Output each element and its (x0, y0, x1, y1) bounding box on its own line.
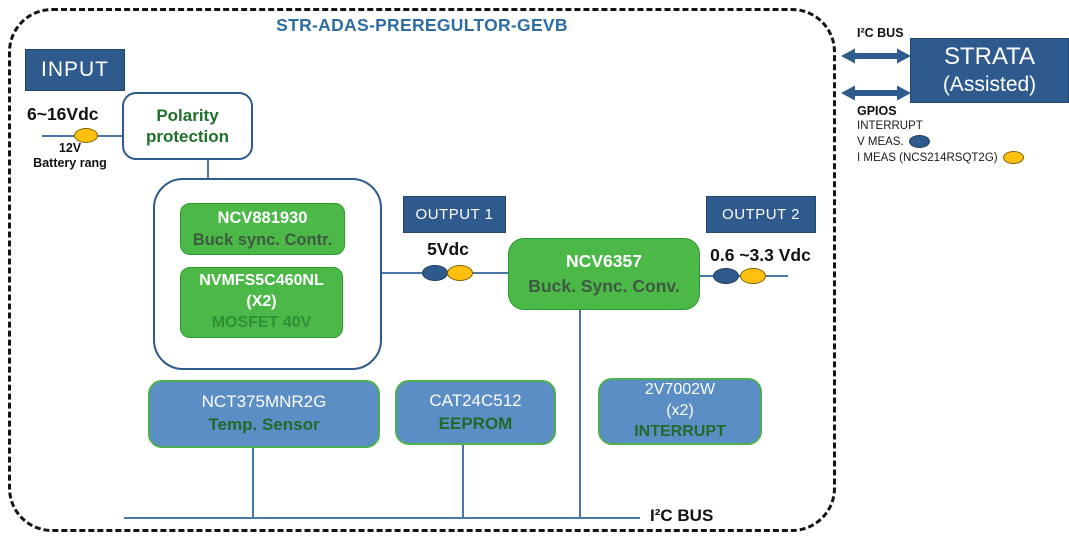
strata-line1: STRATA (943, 43, 1036, 71)
output2-voltage-label: 0.6 ~3.3 Vdc (710, 245, 811, 265)
board-outline (8, 8, 836, 532)
gpios-label: GPIOS (857, 104, 897, 118)
output2-box: OUTPUT 2 (706, 196, 816, 233)
controller-desc: Buck sync. Contr. (192, 231, 333, 249)
converter-box: NCV6357 Buck. Sync. Conv. (508, 238, 700, 310)
output2-label: OUTPUT 2 (722, 206, 800, 223)
imeas-dot-icon (1002, 151, 1024, 164)
input-imeas-dot (74, 128, 98, 143)
output1-vmeas-dot (422, 265, 448, 281)
controller-box: NCV881930 Buck sync. Contr. (180, 203, 345, 255)
output1-label: OUTPUT 1 (415, 206, 494, 223)
temp-sensor-box: NCT375MNR2G Temp. Sensor (148, 380, 380, 448)
input-voltage-label: 6~16Vdc (27, 104, 99, 124)
output1-imeas-dot (447, 265, 473, 281)
output2-vmeas-dot (713, 268, 739, 284)
temp-sensor-bus-wire (252, 448, 254, 518)
eeprom-box: CAT24C512 EEPROM (395, 380, 556, 445)
converter-desc: Buck. Sync. Conv. (528, 276, 680, 296)
vmeas-dot-icon (908, 135, 930, 148)
eeprom-part: CAT24C512 (429, 390, 522, 410)
gpios-bidirectional-arrow-icon (841, 85, 911, 101)
legend-vmeas: V MEAS. (857, 135, 930, 148)
eeprom-desc: EEPROM (438, 413, 513, 433)
i2c-bidirectional-arrow-icon (841, 48, 911, 64)
legend-interrupt-label: INTERRUPT (857, 120, 923, 132)
strata-i2c-label: I²C BUS (857, 26, 904, 40)
interrupt-desc: INTERRUPT (634, 422, 726, 440)
input-label: INPUT (41, 58, 109, 81)
legend-interrupt: INTERRUPT (857, 120, 923, 132)
controller-part: NCV881930 (217, 208, 308, 227)
strata-box: STRATA (Assisted) (910, 38, 1069, 103)
strata-line2: (Assisted) (942, 73, 1037, 97)
mosfet-desc: MOSFET 40V (211, 313, 312, 331)
eeprom-bus-wire (462, 445, 464, 518)
polarity-protection-box: Polarity protection (122, 92, 253, 160)
legend-imeas: I MEAS (NCS214RSQT2G) (857, 151, 1024, 164)
temp-sensor-desc: Temp. Sensor (208, 415, 320, 434)
i2c-bus-line (124, 517, 640, 519)
battery-range-label: 12V Battery rang (20, 141, 120, 171)
battery-range-line1: 12V (58, 141, 82, 155)
output1-voltage-label: 5Vdc (427, 239, 469, 259)
interrupt-qty: (x2) (666, 402, 694, 420)
battery-range-line2: Battery rang (33, 156, 107, 170)
i2c-bus-label: I²C BUS (650, 506, 714, 525)
polarity-line2: protection (145, 127, 230, 146)
converter-bus-wire (579, 310, 581, 518)
interrupt-box: 2V7002W (x2) INTERRUPT (598, 378, 762, 445)
input-box: INPUT (25, 49, 125, 91)
output1-box: OUTPUT 1 (403, 196, 506, 233)
page-title: STR-ADAS-PREREGULTOR-GEVB (276, 15, 568, 35)
mosfet-part: NVMFS5C460NL (199, 272, 324, 290)
polarity-drop-wire (207, 160, 209, 178)
legend-vmeas-label: V MEAS. (857, 135, 904, 148)
legend-imeas-label: I MEAS (NCS214RSQT2G) (857, 151, 998, 164)
interrupt-part: 2V7002W (644, 381, 716, 399)
converter-part: NCV6357 (566, 250, 642, 271)
polarity-line1: Polarity (156, 105, 219, 125)
output2-imeas-dot (740, 268, 766, 284)
temp-sensor-part: NCT375MNR2G (201, 392, 327, 412)
mosfet-qty: (X2) (246, 293, 277, 311)
mosfet-box: NVMFS5C460NL (X2) MOSFET 40V (180, 267, 343, 338)
